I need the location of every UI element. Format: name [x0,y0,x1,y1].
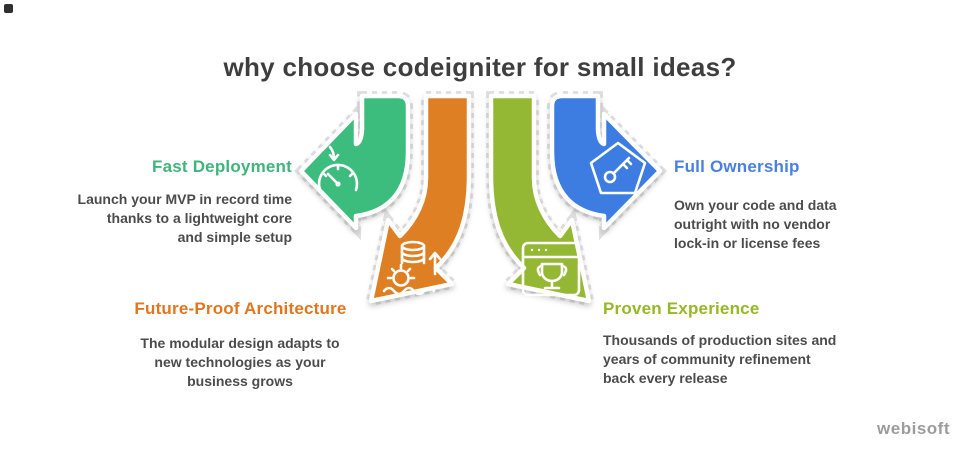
trophy-browser-icon [521,241,581,297]
proven-experience-line-2: years of community refinement [603,351,811,367]
fast-deployment-description: Launch your MVP in record time thanks to… [30,190,292,247]
full-ownership-line-2: outright with no vendor [674,216,831,232]
proven-experience-arrow [488,93,592,304]
future-proof-architecture-description: The modular design adapts to new technol… [110,334,370,391]
database-scalability-icon [382,240,442,296]
full-ownership-description: Own your code and data outright with no … [674,196,874,253]
full-ownership-line-3: lock-in or license fees [674,235,821,251]
future-proof-line-1: The modular design adapts to [140,335,340,351]
full-ownership-line-1: Own your code and data [674,197,837,213]
fast-deployment-line-3: and simple setup [177,229,292,245]
speedometer-icon [317,145,359,192]
corner-artifact [4,4,13,13]
proven-experience-label: Proven Experience [603,299,760,318]
fast-deployment-arrow [298,93,411,231]
full-ownership-label: Full Ownership [674,157,800,176]
proven-experience-line-3: back every release [603,370,728,386]
brand-watermark: webisoft [877,419,950,438]
full-ownership-arrow [549,93,663,231]
fast-deployment-line-2: thanks to a lightweight core [106,210,292,226]
fast-deployment-line-1: Launch your MVP in record time [77,191,292,207]
fast-deployment-label: Fast Deployment [152,157,292,176]
pentagon-key-icon [589,141,647,195]
future-proof-architecture-label: Future-Proof Architecture [134,299,347,318]
proven-experience-line-1: Thousands of production sites and [603,332,837,348]
page-title: why choose codeigniter for small ideas? [223,52,737,82]
proven-experience-description: Thousands of production sites and years … [603,331,865,388]
future-proof-line-3: business grows [187,373,293,389]
future-proof-line-2: new technologies as your [154,354,326,370]
future-proof-architecture-arrow [368,93,472,304]
